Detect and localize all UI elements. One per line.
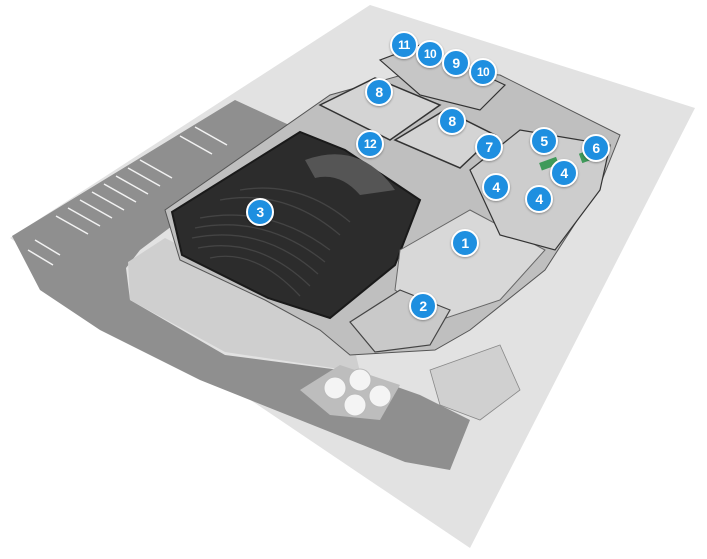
map-marker-8[interactable]: 8	[365, 78, 393, 106]
map-marker-10[interactable]: 10	[416, 40, 444, 68]
map-marker-2[interactable]: 2	[409, 292, 437, 320]
front-walkway	[429, 344, 521, 421]
map-marker-10[interactable]: 10	[469, 58, 497, 86]
green-accent	[539, 156, 559, 171]
map-marker-11[interactable]: 11	[390, 31, 418, 59]
map-marker-7[interactable]: 7	[475, 133, 503, 161]
map-marker-5[interactable]: 5	[530, 127, 558, 155]
map-marker-12[interactable]: 12	[356, 130, 384, 158]
auditorium-stage	[305, 154, 395, 195]
map-marker-4[interactable]: 4	[550, 159, 578, 187]
room-8-left	[318, 77, 442, 141]
map-marker-4[interactable]: 4	[482, 173, 510, 201]
map-marker-3[interactable]: 3	[246, 198, 274, 226]
map-marker-9[interactable]: 9	[442, 49, 470, 77]
map-marker-1[interactable]: 1	[451, 229, 479, 257]
outdoor-plaza	[300, 365, 400, 420]
map-marker-4[interactable]: 4	[525, 185, 553, 213]
map-marker-6[interactable]: 6	[582, 134, 610, 162]
sidewalk	[128, 238, 360, 372]
map-marker-8[interactable]: 8	[438, 107, 466, 135]
parking-stripes	[27, 126, 228, 266]
